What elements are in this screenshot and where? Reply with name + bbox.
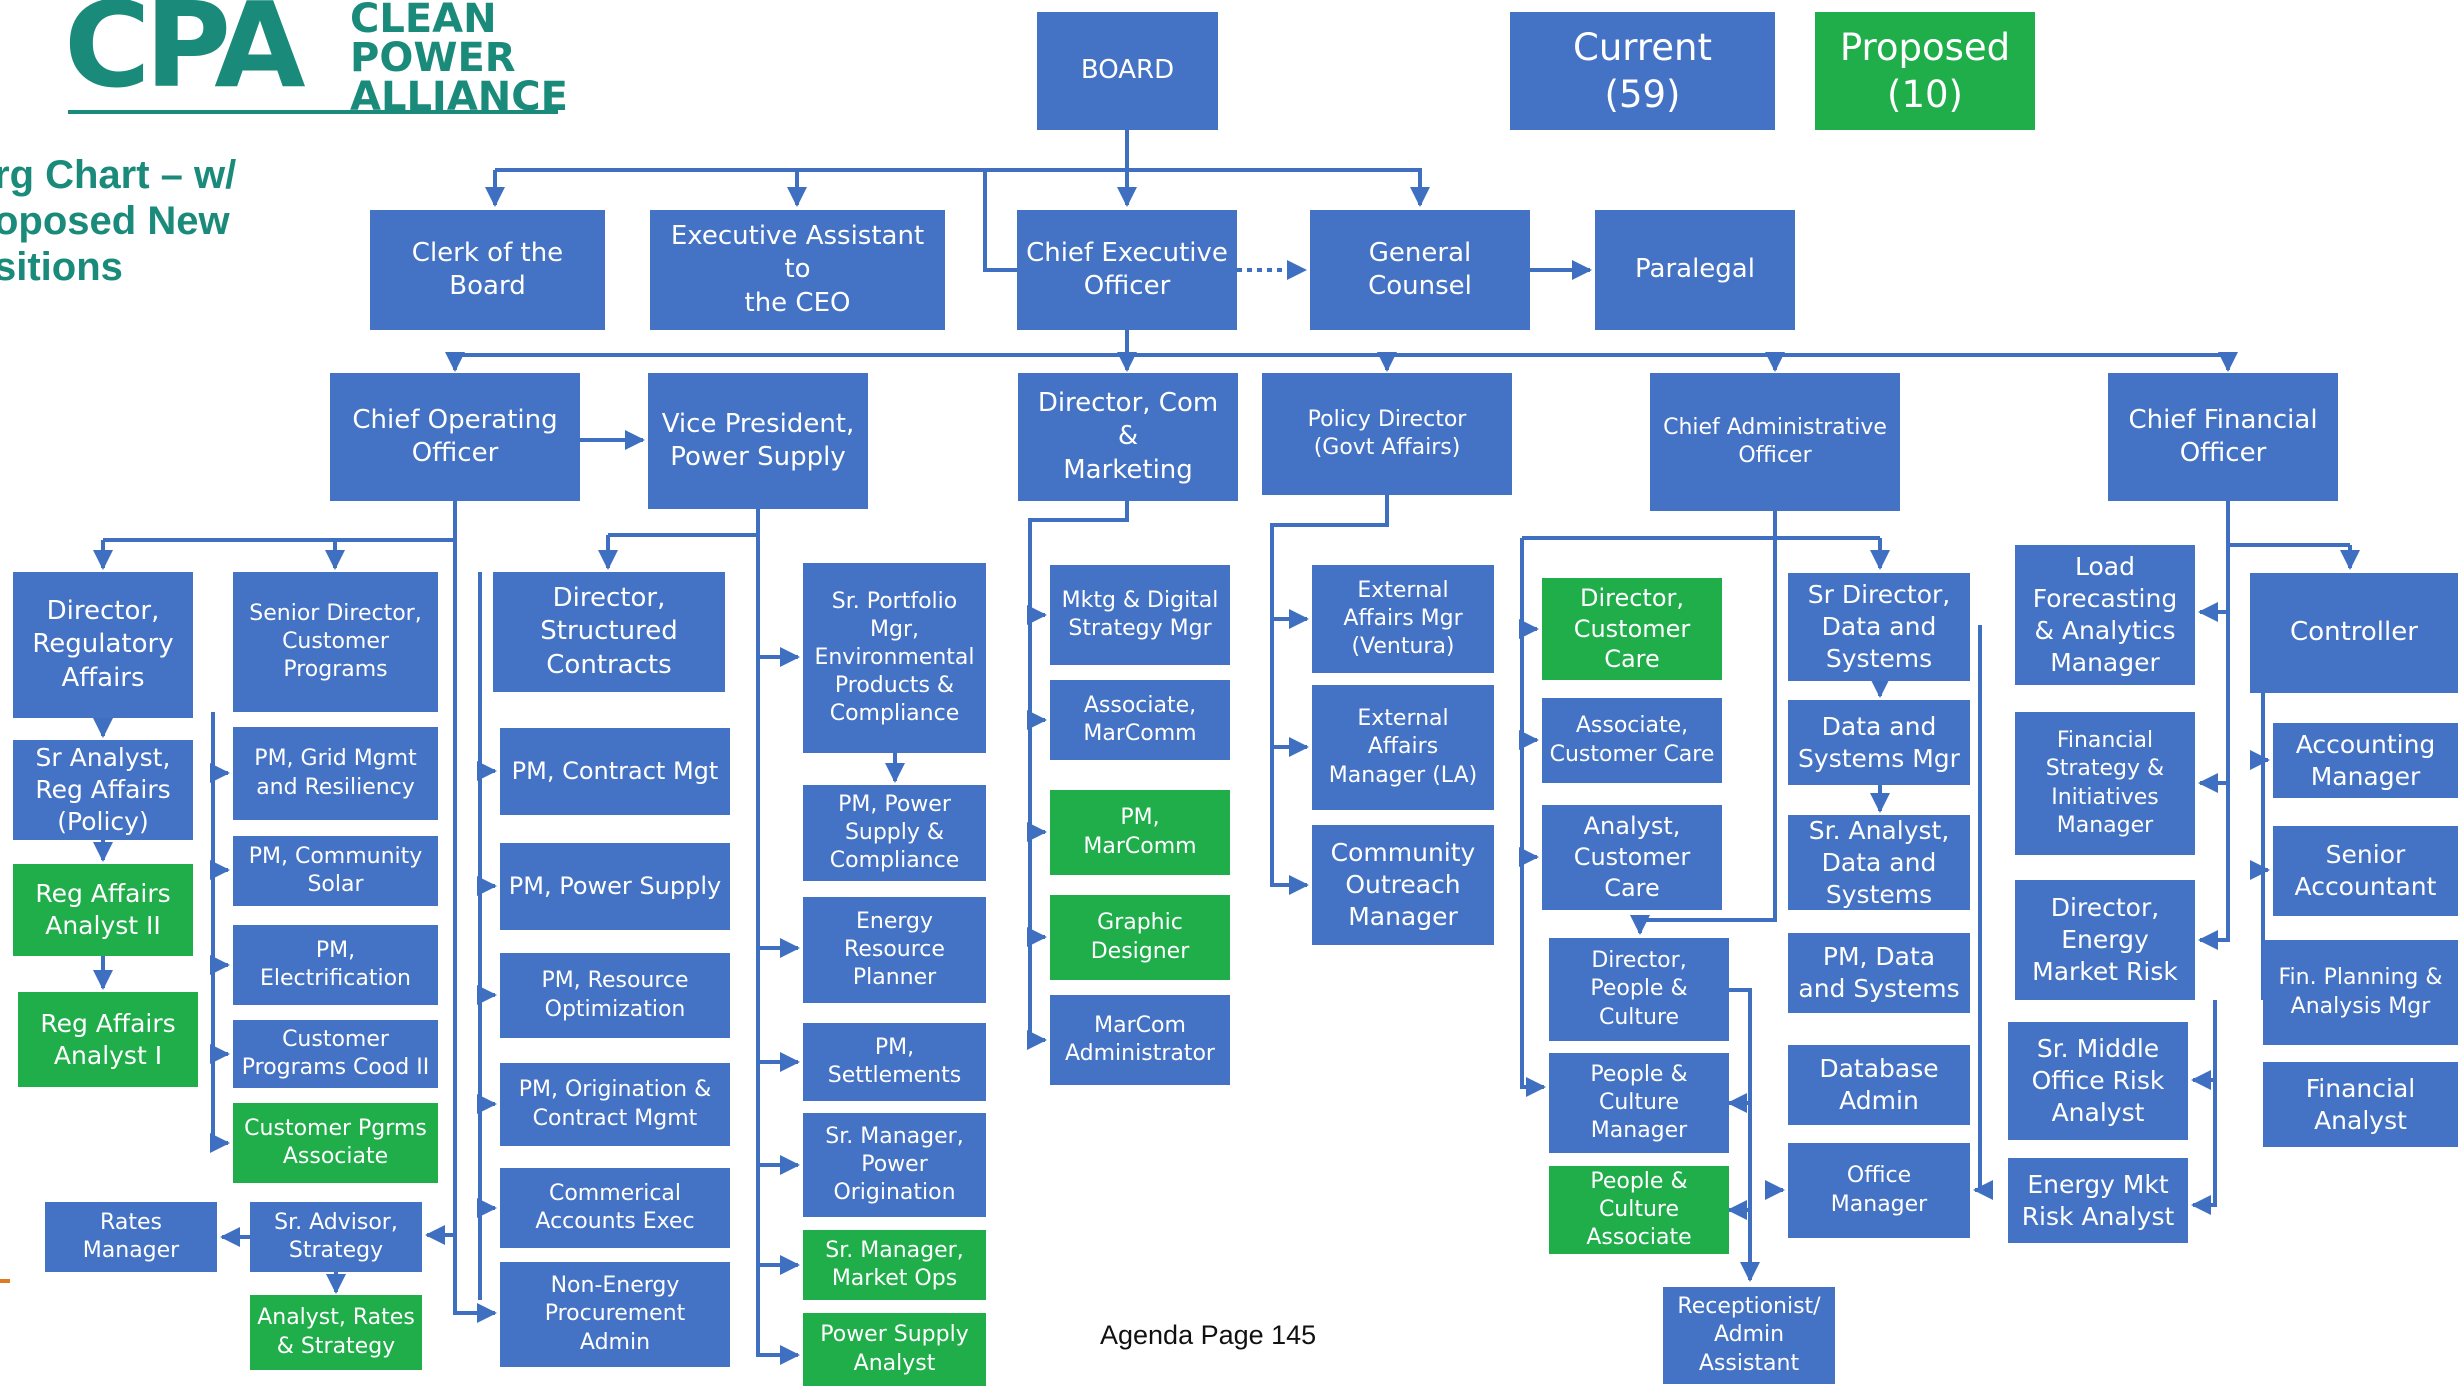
org-node-cust-coord: Customer Programs Cood II xyxy=(233,1020,438,1088)
org-node-pm-settle: PM, Settlements xyxy=(803,1023,986,1101)
org-node-cust-assoc: Customer Pgrms Associate xyxy=(233,1103,438,1183)
org-node-dir-reg: Director, Regulatory Affairs xyxy=(13,572,193,718)
org-node-db-admin: Database Admin xyxy=(1788,1045,1970,1125)
org-node-gc: General Counsel xyxy=(1310,210,1530,330)
org-node-sr-accountant: Senior Accountant xyxy=(2273,826,2458,916)
logo-underline xyxy=(68,110,558,114)
org-node-pm-comm-solar: PM, Community Solar xyxy=(233,836,438,906)
org-node-assoc-cust-care: Associate, Customer Care xyxy=(1542,698,1722,783)
org-node-dir-struct: Director, Structured Contracts xyxy=(493,572,725,692)
org-node-policy-dir: Policy Director (Govt Affairs) xyxy=(1262,373,1512,495)
org-node-pm-marcomm: PM, MarComm xyxy=(1050,790,1230,875)
org-node-pm-power: PM, Power Supply xyxy=(500,843,730,930)
connector-line xyxy=(210,712,230,1153)
org-node-fin-strategy: Financial Strategy & Initiatives Manager xyxy=(2015,712,2195,855)
page-footer: Agenda Page 145 xyxy=(1100,1320,1317,1350)
connector-line xyxy=(1520,538,1546,1097)
org-node-marcomm-admin: MarCom Administrator xyxy=(1050,995,1230,1085)
org-node-sr-analyst-reg: Sr Analyst, Reg Affairs (Policy) xyxy=(13,740,193,840)
org-node-ext-ventura: External Affairs Mgr (Ventura) xyxy=(1312,565,1494,673)
legend-current: Current (59) xyxy=(1510,12,1775,130)
org-node-pm-contract: PM, Contract Mgt xyxy=(500,728,730,815)
org-node-pm-resource: PM, Resource Optimization xyxy=(500,953,730,1038)
org-node-mktg-digital: Mktg & Digital Strategy Mgr xyxy=(1050,565,1230,665)
org-node-people-assoc: People & Culture Associate xyxy=(1549,1166,1729,1254)
org-node-pm-ps-comp: PM, Power Supply & Compliance xyxy=(803,785,986,881)
org-node-cao: Chief Administrative Officer xyxy=(1650,373,1900,511)
org-node-sr-analyst-data: Sr. Analyst, Data and Systems xyxy=(1788,815,1970,910)
org-node-pm-data: PM, Data and Systems xyxy=(1788,933,1970,1013)
org-node-rates-mgr: Rates Manager xyxy=(45,1202,217,1272)
org-node-sr-dir-cust: Senior Director, Customer Programs xyxy=(233,572,438,712)
connector-line xyxy=(1973,625,1993,1200)
connector-line xyxy=(1270,495,1389,895)
connector-line xyxy=(1729,988,1760,1282)
org-node-comm-accts: Commerical Accounts Exec xyxy=(500,1168,730,1248)
org-node-vp-ps: Vice President, Power Supply xyxy=(648,373,868,509)
legend-proposed: Proposed (10) xyxy=(1815,12,2035,130)
org-node-clerk: Clerk of the Board xyxy=(370,210,605,330)
org-node-load-fc: Load Forecasting & Analytics Manager xyxy=(2015,545,2195,685)
connector-line xyxy=(2191,1000,2217,1215)
page-title: rg Chart – w/ oposed New sitions xyxy=(0,153,237,289)
org-node-analyst-cust-care: Analyst, Customer Care xyxy=(1542,805,1722,910)
org-node-energy-planner: Energy Resource Planner xyxy=(803,897,986,1003)
org-node-ps-analyst: Power Supply Analyst xyxy=(803,1313,986,1386)
org-node-receptionist: Receptionist/ Admin Assistant xyxy=(1663,1287,1835,1384)
org-node-dir-cust-care: Director, Customer Care xyxy=(1542,578,1722,680)
connector-line xyxy=(1630,511,1777,935)
org-node-sr-dir-data: Sr Director, Data and Systems xyxy=(1788,573,1970,681)
org-node-fpa-mgr: Fin. Planning & Analysis Mgr xyxy=(2263,940,2458,1045)
org-node-pm-orig: PM, Origination & Contract Mgmt xyxy=(500,1063,730,1146)
org-node-sr-mgr-orig: Sr. Manager, Power Origination xyxy=(803,1113,986,1217)
org-node-dir-com: Director, Com & Marketing xyxy=(1018,373,1238,501)
org-node-comm-outreach: Community Outreach Manager xyxy=(1312,825,1494,945)
connector-line xyxy=(453,1235,497,1323)
org-node-assoc-marcomm: Associate, MarComm xyxy=(1050,680,1230,760)
connector-line xyxy=(2198,545,2230,950)
org-node-sr-advisor: Sr. Advisor, Strategy xyxy=(250,1202,422,1272)
org-node-data-mgr: Data and Systems Mgr xyxy=(1788,700,1970,785)
org-node-reg-analyst-1: Reg Affairs Analyst I xyxy=(18,992,198,1087)
org-node-analyst-rates: Analyst, Rates & Strategy xyxy=(250,1295,422,1370)
org-node-board: BOARD xyxy=(1037,12,1218,130)
org-node-dir-energy-risk: Director, Energy Market Risk xyxy=(2015,880,2195,1000)
org-node-cfo: Chief Financial Officer xyxy=(2108,373,2338,501)
org-node-sr-mo-risk: Sr. Middle Office Risk Analyst xyxy=(2008,1022,2188,1140)
org-node-acct-mgr: Accounting Manager xyxy=(2273,723,2458,798)
org-node-exec-asst: Executive Assistant to the CEO xyxy=(650,210,945,330)
org-node-office-mgr: Office Manager xyxy=(1788,1143,1970,1238)
org-node-ext-la: External Affairs Manager (LA) xyxy=(1312,685,1494,810)
org-node-ceo: Chief Executive Officer xyxy=(1017,210,1237,330)
org-node-sr-mgr-market: Sr. Manager, Market Ops xyxy=(803,1230,986,1300)
org-node-pm-elec: PM, Electrification xyxy=(233,925,438,1005)
org-node-pm-grid: PM, Grid Mgmt and Resiliency xyxy=(233,727,438,820)
org-node-reg-analyst-2: Reg Affairs Analyst II xyxy=(13,864,193,956)
org-node-paralegal: Paralegal xyxy=(1595,210,1795,330)
org-node-graphic: Graphic Designer xyxy=(1050,895,1230,980)
org-node-fin-analyst: Financial Analyst xyxy=(2263,1062,2458,1147)
org-node-people-mgr: People & Culture Manager xyxy=(1549,1053,1729,1153)
logo-mark: CPA xyxy=(64,0,306,114)
connector-line xyxy=(1127,168,1430,207)
org-node-controller: Controller xyxy=(2250,573,2458,693)
connector-line xyxy=(983,170,1017,272)
org-node-non-energy: Non-Energy Procurement Admin xyxy=(500,1262,730,1367)
org-node-dir-people: Director, People & Culture xyxy=(1549,938,1729,1041)
org-node-energy-risk-analyst: Energy Mkt Risk Analyst xyxy=(2008,1158,2188,1243)
org-node-coo: Chief Operating Officer xyxy=(330,373,580,501)
org-node-sr-portfolio: Sr. Portfolio Mgr, Environmental Product… xyxy=(803,563,986,753)
connector-line xyxy=(756,509,800,1365)
accent-mark xyxy=(0,1279,10,1283)
